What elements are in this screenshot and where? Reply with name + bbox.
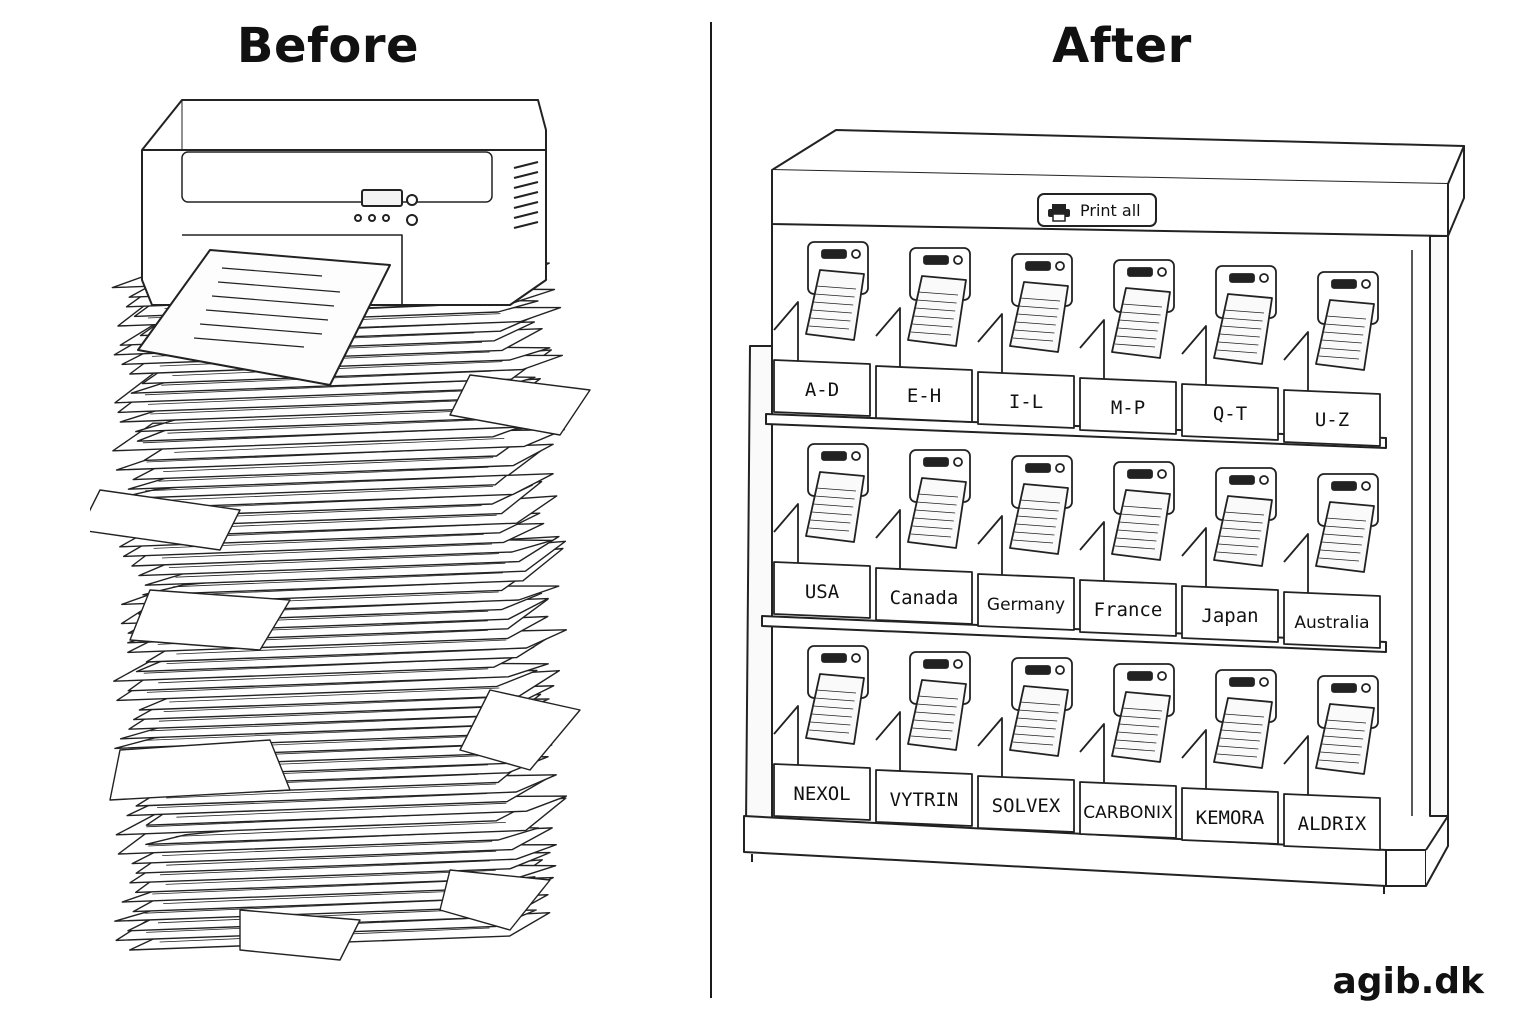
bin-label: NEXOL: [793, 783, 850, 805]
print-all-label: Print all: [1080, 201, 1141, 220]
bin-q-t[interactable]: Q-T: [1181, 265, 1279, 441]
bin-label: Japan: [1201, 605, 1258, 627]
bin-label: U-Z: [1315, 409, 1349, 431]
after-title: After: [1052, 18, 1192, 74]
after-illustration: Print all A-D E-H I-L M-P Q-T U-Z USA Canada Ger…: [743, 129, 1465, 894]
before-illustration: [90, 99, 591, 961]
bin-label: ALDRIX: [1298, 813, 1367, 835]
bin-label-plate: [1181, 787, 1279, 845]
bin-germany[interactable]: Germany: [977, 455, 1075, 631]
bin-label-plate: [875, 365, 973, 423]
bin-label-plate: [977, 371, 1075, 429]
bin-vytrin[interactable]: VYTRIN: [875, 651, 973, 827]
bin-japan[interactable]: Japan: [1181, 467, 1279, 643]
bin-label: KEMORA: [1196, 807, 1265, 829]
bin-usa[interactable]: USA: [773, 443, 871, 619]
print-all-button[interactable]: Print all: [1037, 193, 1157, 227]
bin-label: Canada: [890, 587, 959, 609]
before-title: Before: [236, 18, 420, 74]
printer: [137, 99, 547, 386]
bin-label-plate: [773, 561, 871, 619]
printer-icon: [1048, 204, 1070, 222]
bin-label: Germany: [987, 595, 1065, 615]
bin-label-plate: [773, 359, 871, 417]
bin-a-d[interactable]: A-D: [773, 241, 871, 417]
bin-label-plate: [1079, 579, 1177, 637]
bin-label: USA: [805, 581, 840, 603]
bin-carbonix[interactable]: CARBONIX: [1079, 663, 1177, 839]
bin-label: France: [1094, 599, 1163, 621]
bin-label-plate: [1283, 389, 1381, 447]
bin-label: E-H: [907, 385, 941, 407]
bin-label: VYTRIN: [890, 789, 959, 811]
panel-divider: [710, 22, 712, 998]
bin-label-plate: [875, 567, 973, 625]
bin-label: I-L: [1009, 391, 1043, 413]
bin-label-plate: [977, 573, 1075, 631]
bin-label: A-D: [805, 379, 839, 401]
bin-label-plate: [1079, 781, 1177, 839]
bin-label-plate: [773, 763, 871, 821]
bin-u-z[interactable]: U-Z: [1283, 271, 1381, 447]
bin-label-plate: [1283, 793, 1381, 851]
bin-label-plate: [977, 775, 1075, 833]
bin-label: SOLVEX: [992, 795, 1061, 817]
bin-canada[interactable]: Canada: [875, 449, 973, 625]
bin-m-p[interactable]: M-P: [1079, 259, 1177, 435]
paper-stack: [90, 245, 591, 961]
bin-label-plate: [1079, 377, 1177, 435]
bin-kemora[interactable]: KEMORA: [1181, 669, 1279, 845]
brand-logo-text: agib.dk: [1332, 961, 1484, 1002]
bin-label: Q-T: [1213, 403, 1247, 425]
bin-i-l[interactable]: I-L: [977, 253, 1075, 429]
bin-label: M-P: [1111, 397, 1145, 419]
bin-nexol[interactable]: NEXOL: [773, 645, 871, 821]
bin-aldrix[interactable]: ALDRIX: [1283, 675, 1381, 851]
bin-label-plate: [1181, 585, 1279, 643]
bin-australia[interactable]: Australia: [1283, 473, 1381, 649]
bin-label-plate: [1283, 591, 1381, 649]
bin-label-plate: [1181, 383, 1279, 441]
bin-label: CARBONIX: [1083, 803, 1173, 823]
bin-france[interactable]: France: [1079, 461, 1177, 637]
bin-solvex[interactable]: SOLVEX: [977, 657, 1075, 833]
bin-label: Australia: [1294, 613, 1369, 633]
bin-label-plate: [875, 769, 973, 827]
bin-e-h[interactable]: E-H: [875, 247, 973, 423]
